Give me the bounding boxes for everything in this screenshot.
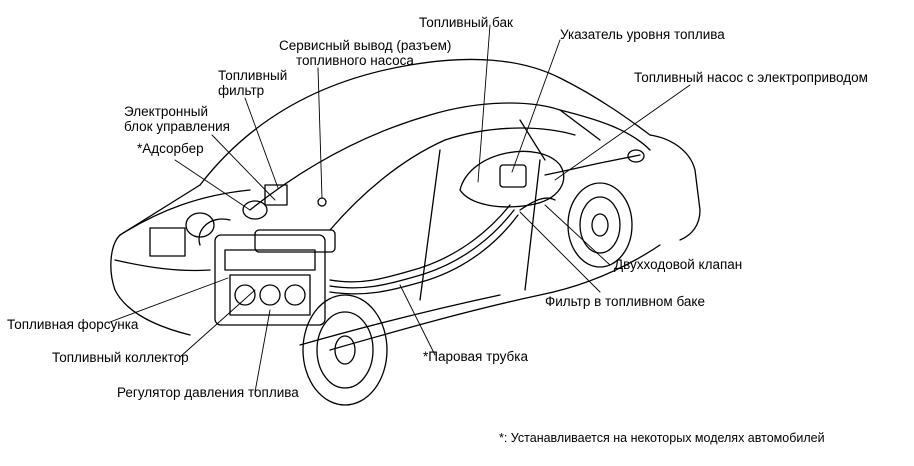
leader-lines (109, 24, 691, 393)
label-fuel-rail: Топливный коллектор (52, 350, 189, 365)
label-ecu-line1: Электронный (124, 104, 209, 119)
fuel-lines (329, 197, 556, 295)
label-service-outlet-line2: топливного насоса (296, 53, 414, 68)
fuel-tank (459, 149, 645, 208)
label-service-outlet-line1: Сервисный вывод (разъем) (279, 38, 452, 53)
label-ecu-line2: блок управления (124, 119, 230, 134)
footnote: *: Устанавливается на некоторых моделях … (499, 431, 825, 445)
front-wheel (302, 294, 388, 406)
label-adsorber: *Адсорбер (137, 141, 204, 156)
label-fuel-gauge: Указатель уровня топлива (560, 27, 725, 42)
label-electric-fuel-pump: Топливный насос с электроприводом (634, 70, 868, 85)
label-two-way-valve: Двухходовой клапан (614, 257, 743, 272)
label-fuel-filter: Топливный фильтр (218, 68, 287, 98)
label-tank-filter: Фильтр в топливном баке (545, 294, 705, 309)
label-pressure-regulator: Регулятор давления топлива (117, 385, 299, 400)
label-ecu: Электронный блок управления (124, 104, 230, 134)
label-service-outlet: Сервисный вывод (разъем) топливного насо… (279, 38, 451, 68)
label-fuel-tank: Топливный бак (419, 15, 513, 30)
car-body (110, 58, 701, 351)
rear-wheel (567, 182, 633, 268)
label-fuel-injector: Топливная форсунка (7, 317, 139, 332)
engine (149, 184, 336, 326)
label-fuel-filter-line2: фильтр (218, 83, 265, 98)
label-fuel-filter-line1: Топливный (218, 68, 288, 83)
label-vapor-tube: *Паровая трубка (423, 349, 528, 364)
